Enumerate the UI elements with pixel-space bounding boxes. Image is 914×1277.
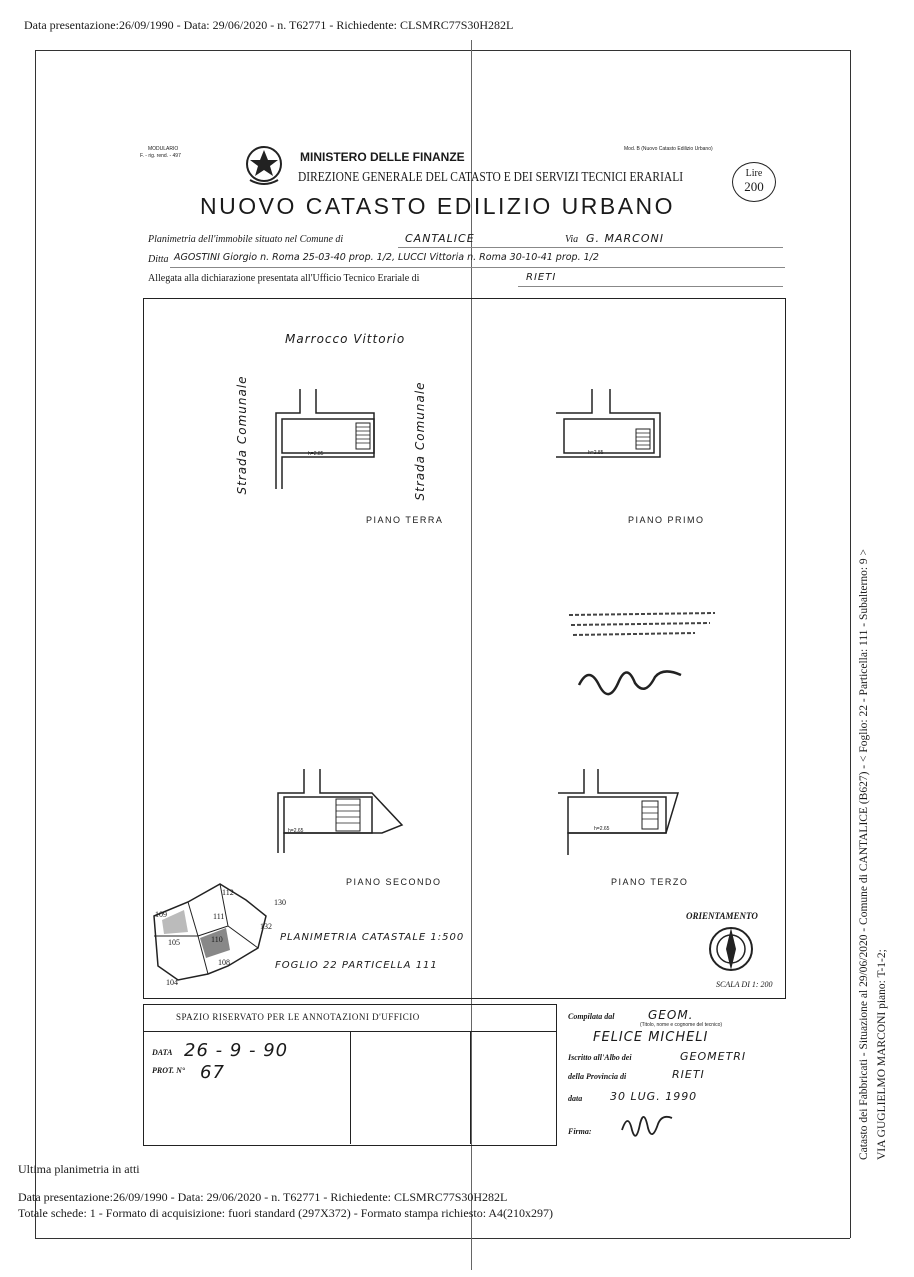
office-title: SPAZIO RISERVATO PER LE ANNOTAZIONI D'UF… (176, 1012, 420, 1022)
office-prot-value: 67 (200, 1062, 225, 1083)
parcel-105: 105 (168, 938, 180, 947)
parcel-110: 110 (211, 935, 223, 944)
stamp-lire: Lire 200 (732, 162, 776, 202)
form-title: NUOVO CATASTO EDILIZIO URBANO (200, 193, 676, 219)
parcel-130: 130 (274, 898, 286, 907)
floor-label-primo: PIANO PRIMO (628, 515, 705, 525)
compilata-data-label: data (568, 1094, 583, 1103)
neighbor-name: Marrocco Vittorio (285, 332, 406, 346)
ditta-label: Ditta (148, 254, 169, 265)
frame-left-line (35, 50, 36, 1238)
parcel-108: 108 (218, 958, 230, 967)
foglio-particella: FOGLIO 22 PARTICELLA 111 (275, 960, 438, 971)
floor-label-terzo: PIANO TERZO (611, 877, 689, 887)
republic-emblem-icon (246, 146, 282, 185)
office-prot-label: PROT. N° (152, 1066, 186, 1075)
footer-schede: Totale schede: 1 - Formato di acquisizio… (18, 1206, 554, 1220)
compilata-label: Compilata dal (568, 1012, 615, 1021)
via-label: Via (565, 234, 579, 245)
floor-label-secondo: PIANO SECONDO (346, 877, 442, 887)
office-data-value: 26 - 9 - 90 (184, 1040, 289, 1061)
office-col-2 (470, 1031, 471, 1144)
allegata-underline (518, 286, 783, 287)
scala-label: SCALA DI 1: 200 (716, 980, 773, 989)
signature-scribble (621, 1115, 673, 1137)
parcel-112: 112 (222, 888, 234, 897)
road-left-label: Strada Comunale (235, 375, 249, 495)
floor-plan-terzo (558, 769, 680, 855)
provincia-label: della Provincia di (568, 1072, 627, 1081)
cadastral-map-sketch (153, 883, 267, 981)
floor-height-terzo: h=2.65 (594, 826, 610, 832)
parcel-104: 104 (166, 978, 178, 987)
via-value: G. MARCONI (586, 232, 664, 245)
top-header-line: Data presentazione:26/09/1990 - Data: 29… (24, 18, 514, 32)
firma-label: Firma: (568, 1127, 592, 1136)
floor-plan-primo (556, 389, 661, 458)
planimetria-catastale: PLANIMETRIA CATASTALE 1:500 (280, 932, 465, 943)
side-info-line1: Catasto dei Fabbricati - Situazione al 2… (858, 548, 870, 1160)
compilata-role: GEOM. (648, 1008, 694, 1022)
floor-label-terra: PIANO TERRA (366, 515, 444, 525)
albo-value: GEOMETRI (680, 1050, 747, 1063)
ditta-underline (170, 267, 785, 268)
direction-name: DIREZIONE GENERALE DEL CATASTO E DEI SER… (298, 170, 684, 185)
frame-top-line (35, 50, 850, 51)
drawing-area (143, 298, 786, 999)
compilata-data-value: 30 LUG. 1990 (610, 1090, 698, 1103)
frame-center-line (471, 40, 472, 1270)
floor-height-primo: h=2.85 (588, 450, 604, 456)
allegata-label: Allegata alla dichiarazione presentata a… (148, 273, 420, 284)
road-mid-label: Strada Comunale (413, 381, 427, 501)
floor-plan-terra (275, 389, 375, 489)
plan-label: Planimetria dell'immobile situato nel Co… (148, 234, 344, 245)
office-col-1 (350, 1031, 351, 1144)
compilata-name: FELICE MICHELI (593, 1030, 709, 1045)
frame-right-line (850, 50, 851, 1238)
floor-height-terra: h=2.85 (308, 451, 324, 457)
ministry-name: MINISTERO DELLE FINANZE (300, 150, 465, 164)
compilata-note: (Titolo, nome e cognome del tecnico) (640, 1022, 723, 1028)
office-box (143, 1004, 557, 1146)
parcel-109: 109 (155, 910, 167, 919)
orientamento-label: ORIENTAMENTO (686, 911, 758, 921)
annotation-scribble (568, 612, 716, 696)
provincia-value: RIETI (672, 1068, 705, 1081)
side-info-line2: VIA GUGLIELMO MARCONI piano: T-1-2; (876, 949, 888, 1160)
parcel-132: 132 (260, 922, 272, 931)
modulario-label: MODULARIO (148, 146, 179, 152)
ditta-value: AGOSTINI Giorgio n. Roma 25-03-40 prop. … (174, 252, 599, 263)
floor-height-secondo: h=2.65 (288, 828, 304, 834)
parcel-111: 111 (213, 912, 225, 921)
modulario-code: F. - rig. rend. - 497 (140, 153, 181, 159)
albo-label: Iscritto all'Albo dei (568, 1053, 632, 1062)
plan-comune: CANTALICE (405, 232, 475, 245)
allegata-value: RIETI (526, 272, 557, 283)
footer-presentation: Data presentazione:26/09/1990 - Data: 29… (18, 1190, 508, 1204)
floor-plan-secondo (277, 769, 404, 853)
frame-bottom-line (35, 1238, 850, 1239)
plan-underline (398, 247, 783, 248)
north-arrow-icon (709, 927, 753, 971)
mod-b-label: Mod. B (Nuovo Catasto Edilizio Urbano) (624, 146, 713, 152)
footer-last-plan: Ultima planimetria in atti (18, 1162, 140, 1176)
office-data-label: DATA (152, 1048, 173, 1057)
